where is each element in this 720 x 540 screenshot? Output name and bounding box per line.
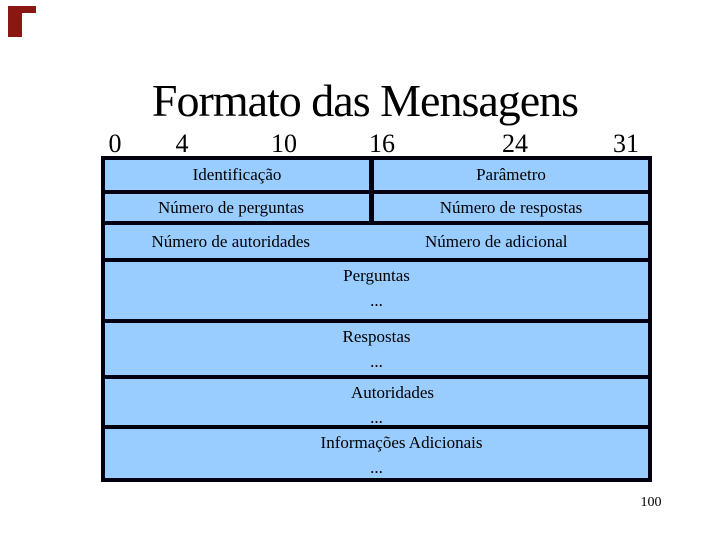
section-ellipsis: ...	[370, 458, 383, 477]
section-label: Informações Adicionais	[320, 433, 483, 452]
bit-label-16: 16	[369, 129, 395, 158]
corner-accent-horizontal-bar	[8, 6, 36, 13]
cell-label: Número de autoridades	[151, 231, 311, 251]
section-label: Respostas	[342, 327, 411, 346]
cell-label: Identificação	[192, 165, 282, 184]
cell-label: Número de respostas	[439, 197, 583, 217]
section-label: Perguntas	[343, 266, 410, 285]
table-row: Número de autoridades Número de adiciona…	[105, 225, 648, 258]
section-respostas: Respostas ...	[105, 323, 648, 375]
section-autoridades: Autoridades ...	[105, 379, 648, 427]
section-ellipsis: ...	[370, 408, 383, 427]
section-informacoes-adicionais: Informações Adicionais ...	[105, 429, 648, 478]
cell-numero-de-adicional: Número de adicional	[377, 225, 649, 258]
bit-position-ruler: 0 4 10 16 24 31	[0, 129, 720, 158]
cell-numero-de-respostas: Número de respostas	[374, 194, 648, 221]
bit-label-24: 24	[502, 129, 528, 158]
table-row: Número de perguntas Número de respostas	[105, 194, 648, 221]
bit-label-4: 4	[175, 129, 189, 158]
cell-identificacao: Identificação	[105, 160, 369, 190]
cell-label: Número de adicional	[424, 231, 568, 251]
cell-label: Parâmetro	[476, 165, 546, 184]
cell-numero-de-autoridades: Número de autoridades	[105, 225, 377, 258]
section-label: Autoridades	[350, 383, 435, 402]
bit-label-10: 10	[271, 129, 297, 158]
cell-label: Número de perguntas	[157, 197, 305, 217]
cell-numero-de-perguntas: Número de perguntas	[105, 194, 369, 221]
bit-label-31: 31	[613, 129, 639, 158]
section-perguntas: Perguntas ...	[105, 262, 648, 319]
slide-title: Formato das Mensagens	[151, 75, 579, 126]
message-format-diagram: Identificação Parâmetro Número de pergun…	[101, 156, 652, 482]
table-row: Identificação Parâmetro	[105, 160, 648, 190]
section-ellipsis: ...	[370, 352, 383, 371]
page-number: 100	[640, 495, 662, 510]
section-ellipsis: ...	[370, 291, 383, 310]
corner-accent-vertical-bar	[8, 6, 22, 37]
bit-label-0: 0	[108, 129, 122, 158]
cell-parametro: Parâmetro	[374, 160, 648, 190]
